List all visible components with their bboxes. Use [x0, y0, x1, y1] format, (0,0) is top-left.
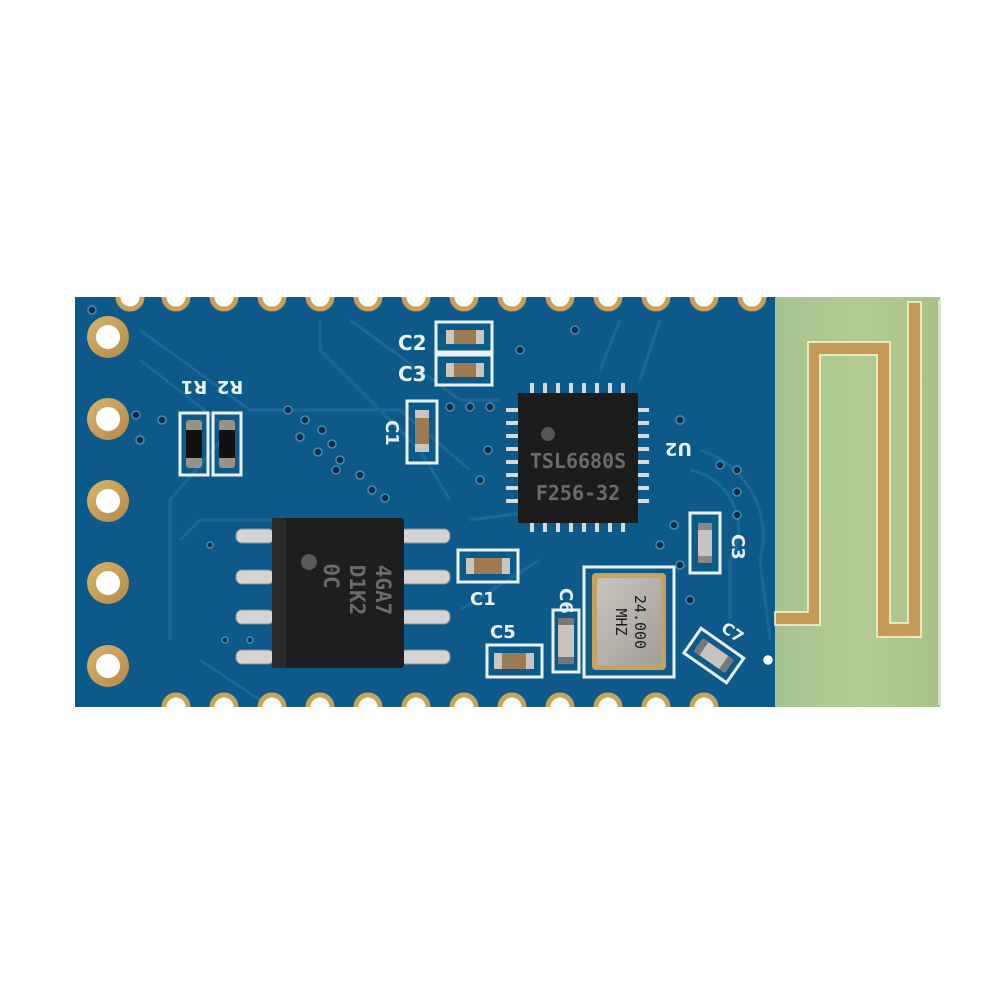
silk-label-c3: C3 — [398, 362, 427, 386]
capacitor-c6 — [551, 608, 581, 674]
vias — [87, 305, 773, 665]
silk-label-r2: R2 — [217, 376, 243, 397]
silk-label-c5: C5 — [490, 622, 516, 643]
main-ic-line1: TSL6680S — [530, 449, 626, 473]
silk-label-c1-mid: C1 — [470, 589, 496, 610]
left-header-pads — [87, 316, 129, 687]
main-ic-line2: F256-32 — [536, 481, 620, 505]
capacitor-c5 — [485, 643, 544, 679]
pin1-marker — [301, 554, 317, 570]
capacitor-c3 — [434, 353, 494, 387]
resistor-r2 — [211, 411, 243, 477]
main-ic-u2: TSL6680S F256-32 — [506, 383, 649, 532]
capacitor-c3-right — [688, 511, 722, 575]
capacitor-c7 — [681, 626, 746, 685]
capacitor-c2 — [434, 320, 494, 354]
crystal-line2: MHZ — [612, 608, 630, 635]
flash-ic-line3: 0C — [319, 563, 343, 588]
silk-label-c1-top: C1 — [381, 420, 402, 446]
flash-ic-line1: 4GA7 — [371, 565, 395, 616]
capacitor-c1-mid — [456, 548, 520, 584]
crystal-line1: 24.000 — [631, 595, 649, 649]
silk-label-u2: U2 — [665, 438, 692, 459]
silk-label-c3-right: C3 — [727, 534, 748, 560]
pcb-antenna-trace — [774, 301, 922, 638]
silk-label-c6: C6 — [555, 588, 576, 614]
crystal-oscillator: 24.000 MHZ — [582, 565, 676, 679]
pin1-marker — [541, 427, 555, 441]
silk-label-r1: R1 — [181, 376, 207, 397]
flash-ic-sop8: 4GA7 D1K2 0C — [235, 518, 451, 668]
resistor-r1 — [178, 411, 210, 477]
top-castellated-pads — [115, 296, 767, 312]
flash-ic-line2: D1K2 — [345, 565, 369, 616]
capacitor-c1-top — [405, 399, 439, 465]
silk-label-c2: C2 — [398, 331, 427, 355]
bottom-castellated-pads — [161, 692, 719, 708]
